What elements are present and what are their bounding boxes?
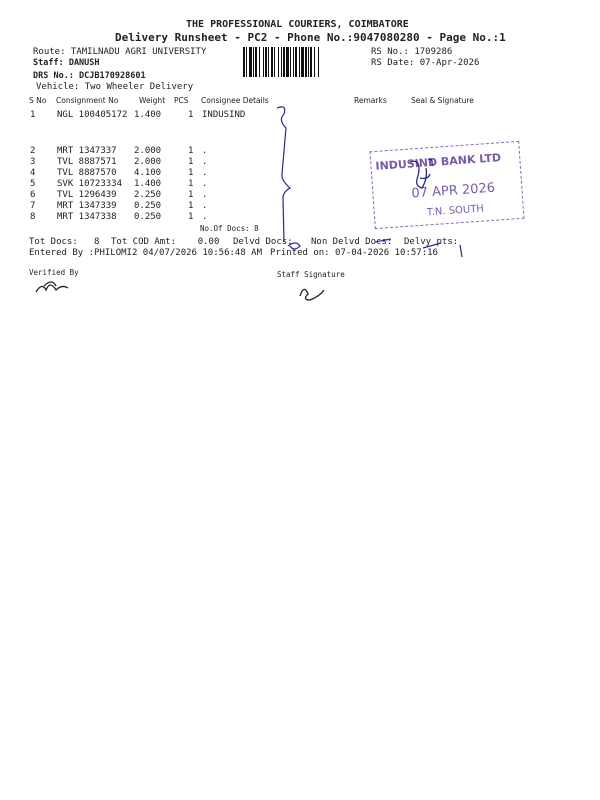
cell-cn: TVL 8887571	[57, 157, 117, 167]
rs-date: RS Date: 07-Apr-2026	[371, 58, 480, 68]
barcode-bar	[301, 47, 304, 77]
barcode-bar	[286, 47, 289, 77]
barcode-bar	[274, 47, 275, 77]
barcode-bar	[255, 47, 257, 77]
cell-cn: MRT 1347338	[57, 212, 117, 222]
verified-by: Verified By	[29, 268, 79, 277]
cell-cn: TVL 8887570	[57, 168, 117, 178]
cell-sno: 7	[30, 201, 36, 211]
barcode-bar	[253, 47, 254, 77]
barcode-bar	[265, 47, 267, 77]
cell-wt: 1.400	[134, 110, 162, 120]
runsheet-subtitle: Delivery Runsheet - PC2 - Phone No.:9047…	[115, 31, 506, 44]
barcode-bar	[314, 47, 315, 77]
non-delvd-docs: Non Delvd Docs:	[311, 237, 393, 247]
barcode-bar	[305, 47, 307, 77]
cell-wt: 0.250	[134, 212, 162, 222]
cell-sno: 4	[30, 168, 36, 178]
barcode	[243, 47, 368, 77]
cell-wt: 2.000	[134, 157, 162, 167]
delvy-pts: Delvy pts:	[404, 237, 459, 247]
cell-sno: 8	[30, 212, 36, 222]
barcode-bar	[243, 47, 245, 77]
cell-pcs: 1	[188, 157, 194, 167]
barcode-bar	[278, 47, 279, 77]
cell-wt: 2.250	[134, 190, 162, 200]
cell-cn: MRT 1347337	[57, 146, 117, 156]
barcode-bar	[308, 47, 309, 77]
printed-on: Printed on: 07-04-2026 10:57:16	[270, 248, 438, 258]
barcode-bar	[259, 47, 260, 77]
cell-sno: 6	[30, 190, 36, 200]
cell-sno: 2	[30, 146, 36, 156]
barcode-bar	[268, 47, 269, 77]
vehicle: Vehicle: Two Wheeler Delivery	[36, 82, 194, 92]
cell-wt: 2.000	[134, 146, 162, 156]
barcode-bar	[299, 47, 300, 77]
barcode-bar	[290, 47, 291, 77]
cell-details: .	[202, 157, 208, 167]
cell-details: .	[202, 201, 208, 211]
route: Route: TAMILNADU AGRI UNIVERSITY	[33, 47, 207, 57]
cell-details: .	[202, 212, 208, 222]
cell-cn: SVK 10723334	[57, 179, 123, 189]
cell-pcs: 1	[188, 179, 194, 189]
tot-docs: Tot Docs: 8	[29, 237, 100, 247]
staff-signature: Staff Signature	[277, 270, 345, 279]
cell-wt: 1.400	[134, 179, 162, 189]
barcode-bar	[318, 47, 319, 77]
entered-by: Entered By :PHILOMI2 04/07/2026 10:56:48…	[29, 248, 262, 258]
cell-pcs: 1	[188, 212, 194, 222]
delvd-docs: Delvd Docs:	[233, 237, 293, 247]
cell-pcs: 1	[188, 168, 194, 178]
col-consignment: Consignment No	[56, 96, 119, 105]
cell-details: .	[202, 190, 208, 200]
barcode-bar	[246, 47, 247, 77]
cell-pcs: 1	[188, 201, 194, 211]
company-title: THE PROFESSIONAL COURIERS, COIMBATORE	[186, 19, 409, 30]
cell-details: INDUSIND	[202, 110, 246, 120]
col-seal: Seal & Signature	[411, 96, 474, 105]
barcode-bar	[310, 47, 312, 77]
cell-cn: TVL 1296439	[57, 190, 117, 200]
cell-sno: 1	[30, 110, 36, 120]
col-weight: Weight	[139, 96, 166, 105]
cell-cn: MRT 1347339	[57, 201, 117, 211]
rs-number: RS No.: 1709286	[371, 47, 453, 57]
drs-number: DRS No.: DCJB170928601	[33, 71, 146, 81]
cell-sno: 5	[30, 179, 36, 189]
cell-pcs: 1	[188, 110, 194, 120]
cell-cn: NGL 100405172	[57, 110, 128, 120]
barcode-bar	[283, 47, 285, 77]
barcode-bar	[293, 47, 294, 77]
cell-details: .	[202, 168, 208, 178]
cell-wt: 4.100	[134, 168, 162, 178]
no-of-docs: No.Of Docs: 8	[200, 224, 259, 233]
cell-details: .	[202, 179, 208, 189]
col-pcs: PCS	[174, 96, 189, 105]
cell-pcs: 1	[188, 146, 194, 156]
staff: Staff: DANUSH	[33, 58, 100, 68]
barcode-bar	[271, 47, 273, 77]
col-remarks: Remarks	[354, 96, 387, 105]
col-sno: S No	[29, 96, 47, 105]
barcode-bar	[281, 47, 282, 77]
barcode-bar	[263, 47, 264, 77]
barcode-bar	[295, 47, 297, 77]
cell-sno: 3	[30, 157, 36, 167]
cell-details: .	[202, 146, 208, 156]
barcode-bar	[249, 47, 252, 77]
cell-wt: 0.250	[134, 201, 162, 211]
tot-cod: Tot COD Amt: 0.00	[111, 237, 220, 247]
col-consignee: Consignee Details	[201, 96, 269, 105]
cell-pcs: 1	[188, 190, 194, 200]
